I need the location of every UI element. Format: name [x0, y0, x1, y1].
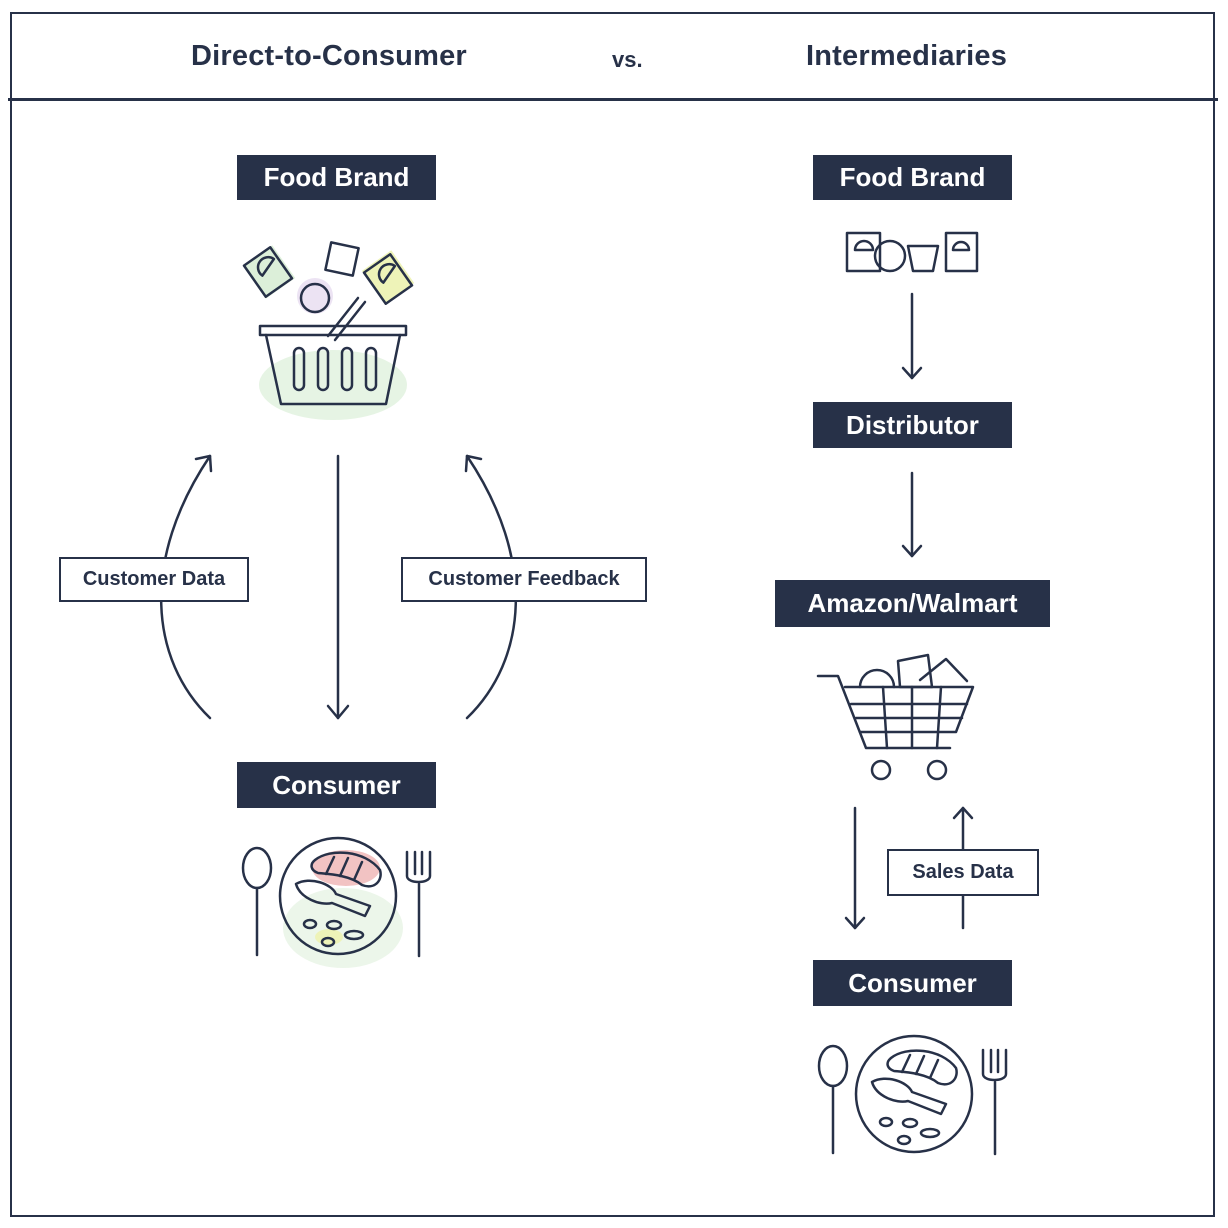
brand-to-distributor-arrow — [901, 292, 923, 380]
sales-data-label: Sales Data — [887, 849, 1039, 896]
dtc-delivery-arrow — [326, 454, 350, 720]
customer-data-label: Customer Data — [59, 557, 249, 602]
plate-meal-icon — [817, 1034, 1008, 1156]
header-divider — [8, 98, 1218, 101]
customer-data-arrow — [160, 454, 213, 720]
int-food-brand-node: Food Brand — [813, 155, 1012, 200]
diagram-frame — [10, 12, 1215, 1217]
versus-label: vs. — [612, 47, 643, 72]
customer-feedback-arrow — [464, 454, 517, 720]
distributor-node: Distributor — [813, 402, 1012, 448]
retailer-to-consumer-arrow — [844, 806, 866, 930]
int-consumer-node: Consumer — [813, 960, 1012, 1006]
left-column-title: Direct-to-Consumer — [191, 40, 467, 72]
plate-meal-icon — [241, 836, 432, 968]
packaged-goods-icon — [845, 231, 979, 273]
retailer-node: Amazon/Walmart — [775, 580, 1050, 627]
customer-feedback-label: Customer Feedback — [401, 557, 647, 602]
shopping-cart-icon — [816, 653, 975, 781]
grocery-basket-icon — [242, 241, 415, 420]
distributor-to-retailer-arrow — [901, 471, 923, 558]
dtc-consumer-node: Consumer — [237, 762, 436, 808]
right-column-title: Intermediaries — [806, 40, 1008, 72]
dtc-food-brand-node: Food Brand — [237, 155, 436, 200]
